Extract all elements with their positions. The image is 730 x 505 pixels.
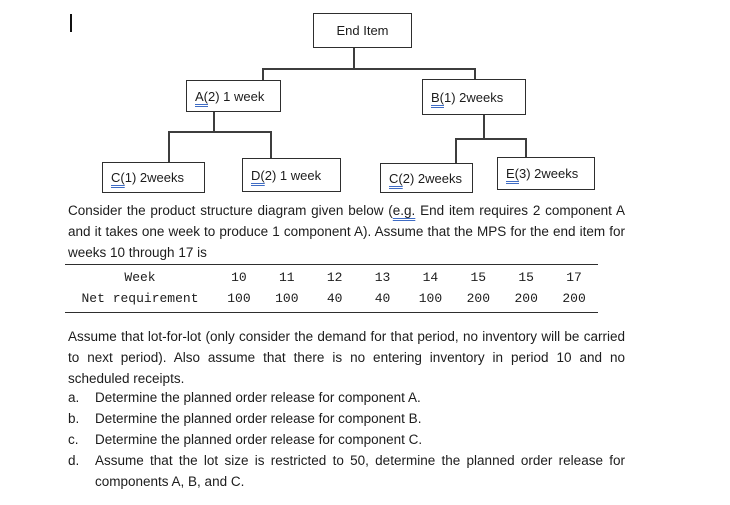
table-cell: 10 bbox=[231, 270, 247, 285]
question-text: Determine the planned order release for … bbox=[95, 411, 422, 426]
table-cell: 12 bbox=[326, 270, 343, 285]
table-row-week: Week 10 11 12 13 14 15 15 17 bbox=[65, 267, 598, 288]
question-text: Determine the planned order release for … bbox=[95, 432, 423, 447]
table-cell: 13 bbox=[374, 270, 391, 285]
table-cell: 100 bbox=[418, 291, 443, 306]
question-text: Assume that the lot size is restricted t… bbox=[95, 453, 625, 489]
connector-line bbox=[455, 138, 457, 164]
connector-line bbox=[262, 68, 264, 81]
question-marker: a. bbox=[68, 390, 80, 405]
node-label-prefix: D( bbox=[251, 167, 265, 183]
table-cell: 100 bbox=[275, 291, 299, 306]
node-label: 2) 2weeks bbox=[402, 170, 462, 186]
connector-line bbox=[483, 114, 485, 139]
table-cell: 40 bbox=[326, 291, 343, 306]
connector-line bbox=[270, 131, 272, 159]
table-cell: 200 bbox=[562, 291, 586, 306]
intro-text-after: End item requires 2 component A and it t… bbox=[68, 203, 625, 260]
connector-line bbox=[455, 138, 527, 140]
table-cell: 200 bbox=[466, 291, 491, 306]
table-cell: 11 bbox=[279, 270, 295, 285]
diagram-node-end-item: End Item bbox=[313, 13, 412, 48]
assumption-paragraph: Assume that lot-for-lot (only consider t… bbox=[68, 329, 625, 386]
table-cell: 100 bbox=[227, 291, 251, 306]
node-label: 2) 1 week bbox=[264, 167, 322, 183]
connector-line bbox=[168, 131, 170, 162]
node-label-prefix: C( bbox=[389, 170, 403, 186]
node-label-prefix: B( bbox=[431, 89, 444, 105]
node-label-prefix: C( bbox=[111, 170, 125, 185]
intro-text-before: Consider the product structure diagram g… bbox=[68, 203, 393, 218]
table-row-net-requirement: Net requirement 100 100 40 40 100 200 20… bbox=[65, 288, 598, 309]
mps-table: Week 10 11 12 13 14 15 15 17 Net require… bbox=[65, 264, 598, 313]
diagram-node-b: B(1) 2weeks bbox=[422, 79, 526, 115]
connector-line bbox=[474, 68, 476, 80]
question-list: a. Determine the planned order release f… bbox=[68, 387, 625, 492]
table-cell: 14 bbox=[422, 270, 439, 285]
question-marker: b. bbox=[68, 411, 80, 426]
node-label: 1) 2weeks bbox=[444, 89, 504, 105]
table-cell: 17 bbox=[566, 270, 582, 285]
question-item-d: d. Assume that the lot size is restricte… bbox=[68, 450, 625, 492]
question-item-b: b. Determine the planned order release f… bbox=[68, 408, 625, 429]
node-label: End Item bbox=[336, 23, 389, 38]
diagram-node-c2: C(2) 2weeks bbox=[380, 163, 473, 193]
diagram-node-c1: C(1) 2weeks bbox=[102, 162, 205, 193]
connector-line bbox=[168, 131, 272, 133]
diagram-node-e: E(3) 2weeks bbox=[497, 157, 595, 190]
table-cell: 40 bbox=[374, 291, 391, 306]
diagram-node-a: A(2) 1 week bbox=[186, 80, 281, 112]
node-label: 3) 2weeks bbox=[519, 166, 579, 181]
text-caret bbox=[70, 14, 72, 32]
question-item-a: a. Determine the planned order release f… bbox=[68, 387, 625, 408]
question-item-c: c. Determine the planned order release f… bbox=[68, 429, 625, 450]
table-cell: 15 bbox=[470, 270, 487, 285]
diagram-node-d: D(2) 1 week bbox=[242, 158, 341, 192]
node-label-prefix: A( bbox=[195, 88, 208, 104]
question-text: Determine the planned order release for … bbox=[95, 390, 421, 405]
node-label: 1) 2weeks bbox=[124, 170, 184, 185]
table-cell: 200 bbox=[514, 291, 538, 306]
question-marker: d. bbox=[68, 453, 80, 468]
connector-line bbox=[525, 138, 527, 158]
intro-text-underlined: e.g. bbox=[392, 203, 416, 218]
connector-line bbox=[262, 68, 476, 70]
row-header: Week bbox=[124, 270, 156, 285]
node-label: 2) 1 week bbox=[208, 88, 265, 104]
table-cell: 15 bbox=[518, 270, 534, 285]
row-header: Net requirement bbox=[81, 291, 199, 306]
connector-line bbox=[213, 111, 215, 132]
connector-line bbox=[353, 47, 355, 69]
node-label-prefix: E( bbox=[506, 166, 519, 181]
intro-paragraph: Consider the product structure diagram g… bbox=[68, 200, 625, 263]
question-marker: c. bbox=[68, 432, 79, 447]
